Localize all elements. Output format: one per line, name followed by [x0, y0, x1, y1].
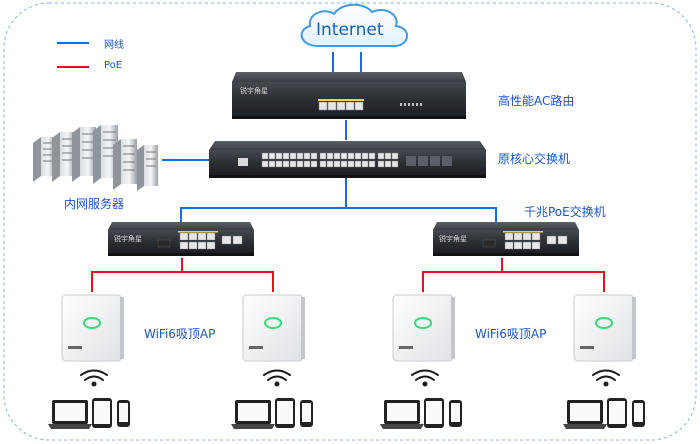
poe-switch-left-brand-logo: 锐宇角星 [114, 235, 142, 243]
tablet-icon [424, 398, 444, 428]
poe-links [91, 258, 605, 292]
server-tower [52, 132, 75, 182]
ac-router-device [232, 72, 466, 119]
wifi6-ap-device [573, 294, 636, 362]
client-devices-group [563, 398, 645, 429]
core-switch-label: 原核心交换机 [498, 152, 571, 166]
tablet-icon [607, 398, 627, 428]
core-switch-ports [261, 152, 399, 168]
server-tower [33, 137, 55, 182]
ap-group-right-label: WiFi6吸顶AP [475, 327, 547, 341]
poe-switch-right-device [433, 222, 579, 256]
poe-switch-right-brand-logo: 锐宇角星 [439, 235, 467, 243]
internet-cloud-icon [300, 3, 408, 47]
router-label: 高性能AC路由 [498, 94, 575, 108]
core-switch-sfp [406, 156, 452, 166]
diagram-border [3, 2, 697, 441]
core-switch-device [209, 141, 486, 178]
laptop-icon [231, 400, 275, 429]
wifi6-ap-device [61, 294, 124, 362]
internet-label: Internet [316, 20, 384, 40]
server-tower [93, 125, 118, 184]
wifi-signal-icon [592, 369, 620, 387]
servers-label: 内网服务器 [64, 197, 125, 211]
router-ports [318, 101, 364, 111]
laptop-icon [380, 400, 424, 429]
phone-icon [117, 400, 130, 427]
laptop-icon [48, 400, 92, 429]
router-leds [400, 103, 422, 106]
server-tower [113, 139, 137, 190]
legend-poe-label: PoE [104, 60, 123, 71]
wifi-signal-icon [263, 369, 291, 387]
client-devices-group [231, 398, 313, 429]
router-brand-logo: 锐宇角星 [240, 87, 268, 95]
wifi-signal-icon [80, 369, 108, 387]
lan-links [162, 52, 497, 222]
poe-switch-label: 千兆PoE交换机 [524, 205, 606, 219]
legend-lan-label: 网线 [104, 40, 124, 51]
server-tower [72, 127, 96, 182]
phone-icon [300, 400, 313, 427]
phone-icon [449, 400, 462, 427]
server-tower [137, 145, 158, 191]
tablet-icon [275, 398, 295, 428]
client-devices-group [48, 398, 130, 429]
laptop-icon [563, 400, 607, 429]
client-devices-group [380, 398, 462, 429]
wifi6-ap-device [392, 294, 455, 362]
ap-group-left-label: WiFi6吸顶AP [144, 327, 216, 341]
wifi6-ap-device [242, 294, 305, 362]
phone-icon [632, 400, 645, 427]
poe-switch-left-device [108, 222, 254, 256]
server-cluster-icon [33, 125, 158, 191]
tablet-icon [92, 398, 112, 428]
wifi-signal-icon [411, 369, 439, 387]
